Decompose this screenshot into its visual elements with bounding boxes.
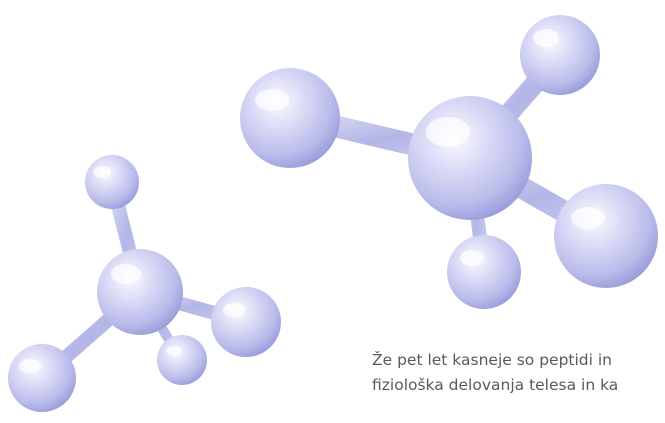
atom-sphere: [240, 68, 340, 168]
atom-sphere: [554, 184, 658, 288]
atom-sphere: [97, 249, 183, 335]
caption-line-2: fiziološka delovanja telesa in ka: [372, 376, 619, 394]
atom-sphere: [447, 235, 521, 309]
sphere-highlight: [460, 250, 484, 266]
sphere-highlight: [111, 264, 141, 284]
sphere-highlight: [533, 29, 559, 47]
sphere-highlight: [571, 207, 605, 229]
sphere-highlight: [19, 359, 41, 373]
sphere-highlight: [223, 303, 245, 317]
atom-sphere: [408, 96, 532, 220]
atom-sphere: [211, 287, 281, 357]
atom-sphere: [520, 15, 600, 95]
caption-line-1: Že pet let kasneje so peptidi in: [372, 351, 613, 369]
caption-text: Že pet let kasneje so peptidi in fiziolo…: [372, 348, 665, 423]
small-molecule: [8, 155, 281, 412]
sphere-highlight: [166, 346, 182, 356]
sphere-highlight: [93, 166, 111, 178]
atom-sphere: [85, 155, 139, 209]
sphere-highlight: [426, 117, 470, 147]
large-molecule: [240, 15, 658, 309]
atom-sphere: [8, 344, 76, 412]
sphere-highlight: [255, 89, 289, 111]
atom-sphere: [157, 335, 207, 385]
